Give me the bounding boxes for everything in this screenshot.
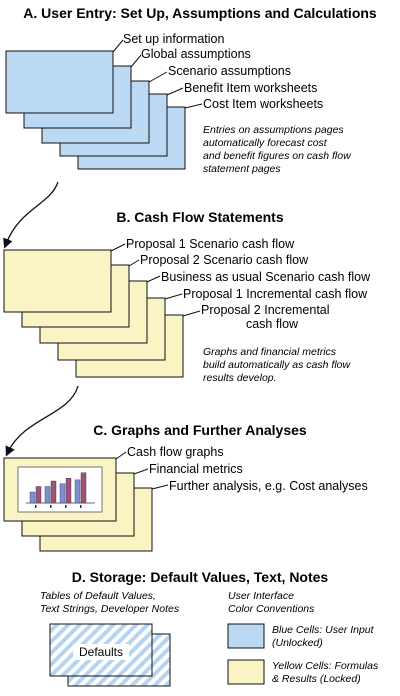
section-b-note: Graphs and financial metrics build autom… <box>203 346 351 384</box>
label-financial-metrics: Financial metrics <box>149 462 243 476</box>
label-benefit-item-worksheets: Benefit Item worksheets <box>184 81 317 95</box>
legend-title-line-2: Color Conventions <box>228 603 315 615</box>
section-a-note: Entries on assumptions pages automatical… <box>203 124 352 175</box>
mini-chart-tick-3 <box>65 505 67 508</box>
legend-yellow-line-1: Yellow Cells: Formulas <box>272 660 379 672</box>
note-a-line-1: Entries on assumptions pages <box>203 124 344 136</box>
note-a-line-4: statement pages <box>203 163 281 175</box>
arrow-a-to-b <box>3 181 59 249</box>
section-d-title: D. Storage: Default Values, Text, Notes <box>72 569 329 585</box>
note-a-line-3: and benefit figures on cash flow <box>203 150 352 162</box>
sheet-setup-information <box>5 50 114 114</box>
tables-note-line-1: Tables of Default Values, <box>40 590 156 602</box>
section-b-leader-lines <box>110 243 201 317</box>
legend-title-line-1: User Interface <box>228 590 294 602</box>
section-a-leader-lines <box>112 39 203 109</box>
note-b-line-1: Graphs and financial metrics <box>203 346 337 358</box>
mini-chart-tick-1 <box>35 505 37 508</box>
label-proposal-1-incremental: Proposal 1 Incremental cash flow <box>183 287 368 301</box>
label-cost-item-worksheets: Cost Item worksheets <box>203 97 323 111</box>
section-c-leader-lines <box>115 451 169 490</box>
label-cash-flow-graphs: Cash flow graphs <box>127 445 224 459</box>
section-c-title: C. Graphs and Further Analyses <box>93 422 307 438</box>
mini-chart-bar-a-3 <box>59 483 66 504</box>
section-b-title: B. Cash Flow Statements <box>116 209 283 225</box>
label-further-analysis: Further analysis, e.g. Cost analyses <box>169 479 368 493</box>
mini-chart-tick-4 <box>80 505 82 508</box>
mini-chart-bar-a-4 <box>74 479 81 504</box>
section-a-title: A. User Entry: Set Up, Assumptions and C… <box>23 5 377 21</box>
defaults-label-bg <box>73 644 129 660</box>
legend-blue-line-1: Blue Cells: User Input <box>272 624 375 636</box>
label-proposal-2-incremental-line-2: cash flow <box>246 317 299 331</box>
legend-yellow-swatch <box>227 659 265 685</box>
section-a-sheet-stack <box>5 50 186 170</box>
legend-blue-swatch <box>227 623 265 649</box>
label-proposal-1-scenario: Proposal 1 Scenario cash flow <box>126 237 295 251</box>
mini-chart-bar-b-2 <box>50 480 57 504</box>
label-scenario-assumptions: Scenario assumptions <box>168 64 291 78</box>
label-proposal-2-incremental-line-1: Proposal 2 Incremental <box>201 303 330 317</box>
defaults-label: Defaults <box>79 645 123 659</box>
mini-chart-bar-a-1 <box>29 491 36 504</box>
mini-chart-bar-a-2 <box>44 486 51 504</box>
note-a-line-2: automatically forecast cost <box>203 137 328 149</box>
mini-chart-bar-b-1 <box>35 486 42 504</box>
mini-bar-chart <box>17 466 103 513</box>
defaults-stack: Defaults <box>49 623 171 687</box>
note-b-line-3: results develop. <box>203 372 277 384</box>
arrow-b-to-c <box>5 385 79 457</box>
legend-blue-line-2: (Unlocked) <box>272 637 323 649</box>
label-setup-information: Set up information <box>123 32 224 46</box>
sheet-proposal-1-scenario <box>3 249 112 313</box>
mini-chart-bar-b-4 <box>80 472 87 504</box>
note-b-line-2: build automatically as cash flow <box>203 359 351 371</box>
color-legend: User Interface Color Conventions Blue Ce… <box>227 590 379 685</box>
tables-note-line-2: Text Strings, Developer Notes <box>40 603 180 615</box>
label-business-as-usual: Business as usual Scenario cash flow <box>161 270 371 284</box>
label-global-assumptions: Global assumptions <box>141 47 251 61</box>
mini-chart-tick-2 <box>50 505 52 508</box>
section-b-sheet-stack <box>3 249 184 378</box>
tables-note: Tables of Default Values, Text Strings, … <box>40 590 180 615</box>
legend-yellow-line-2: & Results (Locked) <box>272 673 361 685</box>
mini-chart-bar-b-3 <box>65 478 72 504</box>
label-proposal-2-scenario: Proposal 2 Scenario cash flow <box>140 253 309 267</box>
